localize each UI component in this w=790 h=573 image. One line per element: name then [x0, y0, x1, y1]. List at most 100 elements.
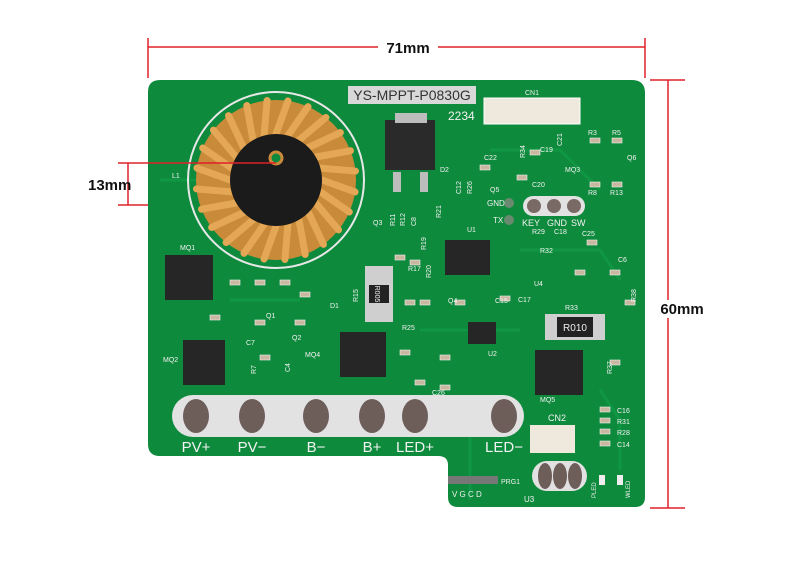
coil-turn [281, 220, 292, 264]
terminal-label: B− [307, 439, 326, 456]
coil-turn [225, 112, 247, 151]
smd-component [419, 299, 431, 306]
ref-label-d1: D1 [330, 303, 339, 310]
smd-component [516, 174, 528, 181]
pad-sw-label: SW [571, 218, 586, 228]
ref-label-u2: U2 [488, 351, 497, 358]
ref-label-r25: R25 [402, 325, 415, 332]
ref-label-q3: Q3 [373, 220, 382, 227]
ref-label-r33: R33 [565, 305, 578, 312]
ref-label-u1: U1 [467, 227, 476, 234]
ref-label-r37: R37 [607, 361, 614, 374]
smd-component [589, 181, 601, 188]
terminal-pad [303, 399, 329, 433]
ref-label-r21: R21 [436, 205, 443, 218]
ref-label-c12: C12 [456, 181, 463, 194]
ref-label-r38: R38 [631, 289, 638, 302]
ref-label-c17: C17 [518, 297, 531, 304]
coil-turn [260, 96, 271, 140]
pled-label: PLED [592, 482, 598, 498]
coil-turn [198, 199, 240, 213]
coil-turn [272, 97, 292, 138]
ref-label-c22: C22 [484, 155, 497, 162]
ref-label-r5: R5 [612, 130, 621, 137]
ref-label-mq4: MQ4 [305, 352, 320, 359]
terminal-pad [402, 399, 428, 433]
width-dimension-label: 71mm [386, 40, 429, 57]
shunt-r010-mark: R010 [563, 323, 587, 334]
cn2-label: CN2 [548, 413, 566, 423]
ref-label-c21: C21 [557, 133, 564, 146]
ref-label-r31: R31 [617, 419, 630, 426]
terminal-pad [491, 399, 517, 433]
ref-label-c4: C4 [285, 363, 292, 372]
model-label-bg [348, 86, 476, 104]
reference-designators: L1MQ1MQ2MQ4MQ5MQ3D2D1Q1Q2Q3Q4Q5Q6U1U2U4R… [163, 130, 638, 449]
ref-label-r34: R34 [520, 145, 527, 158]
smd-component [439, 354, 451, 361]
ref-label-mq2: MQ2 [163, 357, 178, 364]
coil-turn [312, 199, 343, 234]
smd-component [611, 181, 623, 188]
smd-component [254, 319, 266, 326]
smd-component [611, 137, 623, 144]
cn2-connector [530, 425, 575, 453]
smd-component [279, 279, 291, 286]
smd-component [609, 269, 621, 276]
smd-component [599, 406, 611, 413]
coil-turn [243, 102, 257, 144]
smd-component [209, 314, 221, 321]
coil-turn [295, 113, 330, 144]
smd-component [439, 384, 451, 391]
pled [599, 475, 605, 485]
tp-tx-label: TX [493, 216, 504, 225]
smd-component [294, 319, 306, 326]
ref-label-mq5: MQ5 [540, 397, 555, 404]
coil-turn [305, 129, 344, 151]
terminal-strip [172, 395, 524, 437]
terminal-pad [183, 399, 209, 433]
ref-label-c15: C15 [495, 298, 508, 305]
terminal-label: B+ [363, 439, 382, 456]
terminal-label: LED− [485, 439, 523, 456]
smd-component [254, 279, 266, 286]
coil-turn [192, 185, 236, 196]
prg1-pins-label: V G C D [452, 490, 482, 499]
coil-turn [240, 220, 268, 257]
smd-component [259, 354, 271, 361]
coil-turn [222, 216, 257, 247]
smd-component [414, 379, 426, 386]
ref-label-c20: C20 [532, 182, 545, 189]
ref-label-d2: D2 [440, 167, 449, 174]
shunt-r005-mark: R005 [373, 286, 380, 303]
ref-label-q6: Q6 [627, 155, 636, 162]
ref-label-r7: R7 [251, 365, 258, 374]
ref-label-c14: C14 [617, 442, 630, 449]
toroid-inductor [187, 91, 365, 269]
smd-component [499, 295, 511, 302]
terminal-label: PV+ [182, 439, 211, 456]
coil-turn [316, 188, 353, 216]
smd-component [599, 440, 611, 447]
wled-label: WLED [626, 480, 632, 498]
terminal-label: LED+ [396, 439, 434, 456]
date-code: 2234 [448, 109, 475, 123]
smd-component [479, 164, 491, 171]
mq1-mosfet [165, 255, 213, 300]
coil-turn [318, 176, 359, 196]
prg1-label: PRG1 [501, 479, 520, 486]
ref-label-r15: R15 [353, 289, 360, 302]
coil-turn [305, 209, 327, 248]
ref-label-u4: U4 [534, 281, 543, 288]
wled [617, 475, 623, 485]
coil-turn [316, 164, 360, 175]
mq4-mosfet [340, 332, 386, 377]
ref-label-c6: C6 [618, 257, 627, 264]
ref-label-q1: Q1 [266, 313, 275, 320]
smd-component [404, 299, 416, 306]
u2-chip [468, 322, 496, 344]
smd-component [599, 417, 611, 424]
smd-component [394, 254, 406, 261]
cn1-connector [483, 97, 581, 125]
ref-label-mq3: MQ3 [565, 167, 580, 174]
